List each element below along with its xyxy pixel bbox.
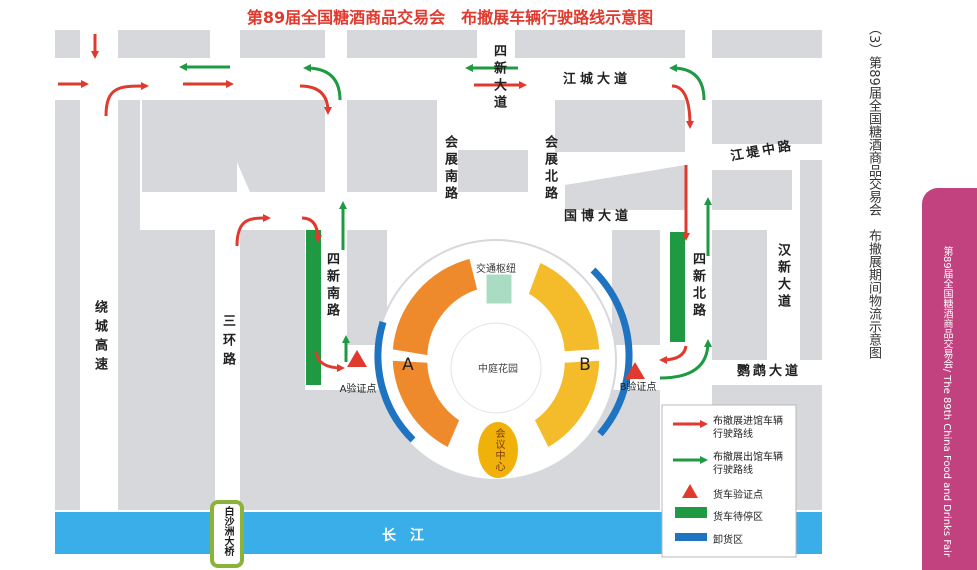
checkpoint-a-label: A验证点 <box>340 382 377 395</box>
courtyard-garden <box>450 322 542 414</box>
road-sixin-bei: 四新北路 <box>690 252 705 320</box>
legend-out-label: 布撤展出馆车辆行驶路线 <box>713 452 783 476</box>
river-label: 长江 <box>382 527 438 544</box>
legend-waiting-icon <box>675 507 707 518</box>
checkpoint-a <box>347 350 367 367</box>
traffic-hub-label: 交通枢纽 <box>476 262 516 275</box>
checkpoint-b <box>625 362 645 379</box>
side-caption: （3）第89届全国糖酒商品交易会 布撤展期间物流示意图 <box>866 22 881 359</box>
baishazhou-bridge <box>210 500 244 568</box>
road-sixin-nan: 四新南路 <box>324 252 339 320</box>
road-jiangcheng: 江城大道 <box>563 71 631 87</box>
waiting-zone-west <box>306 230 321 385</box>
side-tab: 第89届全国糖酒商品交易会/ The 89th China Food and D… <box>922 188 977 570</box>
legend-checkpoint-icon <box>682 484 698 498</box>
checkpoint-b-label: B验证点 <box>620 380 657 393</box>
road-hanxin: 汉新大道 <box>775 243 790 311</box>
side-tab-text: 第89届全国糖酒商品交易会/ The 89th China Food and D… <box>941 246 952 558</box>
hall-a-south <box>391 359 461 450</box>
map-title: 第89届全国糖酒商品交易会 布撤展车辆行驶路线示意图 <box>246 8 654 27</box>
exhibition-complex <box>374 192 633 481</box>
inbound-routes <box>58 34 694 372</box>
garden-label: 中庭花园 <box>478 362 518 375</box>
unload-zone-a <box>374 320 416 443</box>
hall-b-south <box>533 359 601 450</box>
legend-unloading-icon <box>675 533 707 541</box>
road-guobo: 国博大道 <box>564 208 632 224</box>
legend-checkpoint-label: 货车验证点 <box>713 490 763 501</box>
conference-label: 会议中心 <box>493 428 504 472</box>
hall-a-north <box>391 257 479 357</box>
unload-zone-b <box>590 267 633 437</box>
road-huizhan-bei: 会展北路 <box>542 135 557 203</box>
road-raocheng: 绕城高速 <box>92 300 107 376</box>
road-yingque: 鹦鹉大道 <box>736 363 801 379</box>
conference-center <box>478 422 518 478</box>
outbound-routes <box>179 63 712 380</box>
legend-unloading-label: 卸货区 <box>713 535 743 546</box>
hall-b-north <box>527 260 601 353</box>
traffic-hub <box>485 273 513 305</box>
road-sixin-da: 四新大道 <box>491 44 506 112</box>
hall-b-label: B <box>579 355 591 375</box>
legend-box <box>661 404 797 558</box>
hall-a-label: A <box>402 355 414 375</box>
bridge-label: 白沙洲大桥 <box>222 506 233 556</box>
legend-waiting-label: 货车待停区 <box>713 512 763 523</box>
waiting-zone-east <box>670 232 685 342</box>
road-huizhan-nan: 会展南路 <box>442 135 457 203</box>
legend-in-label: 布撤展进馆车辆行驶路线 <box>713 416 783 440</box>
road-sanhuan: 三环路 <box>220 314 235 371</box>
